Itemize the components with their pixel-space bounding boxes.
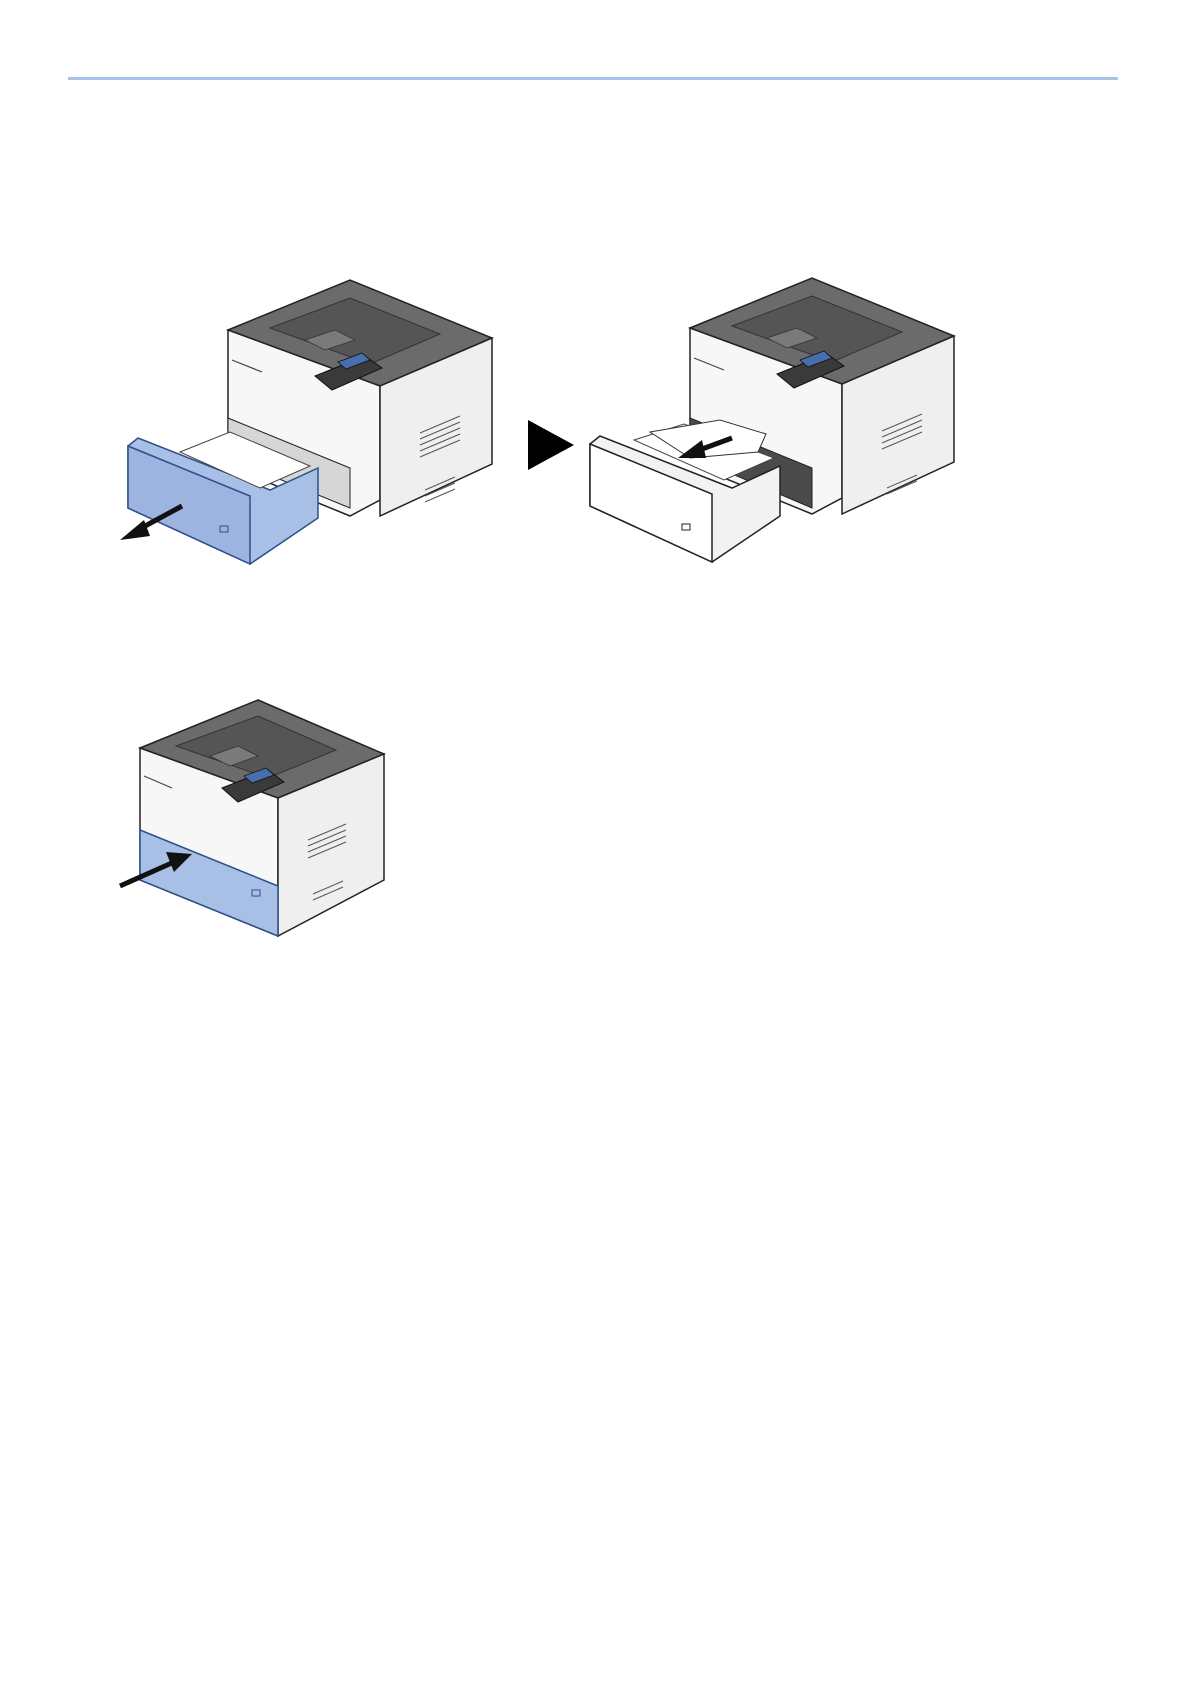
printer-illustration-push-cassette bbox=[118, 690, 418, 980]
printer-illustration-remove-paper bbox=[590, 268, 960, 614]
printer-illustration-pull-cassette bbox=[120, 268, 500, 614]
header-rule bbox=[68, 77, 1118, 80]
play-triangle-icon bbox=[528, 420, 574, 470]
